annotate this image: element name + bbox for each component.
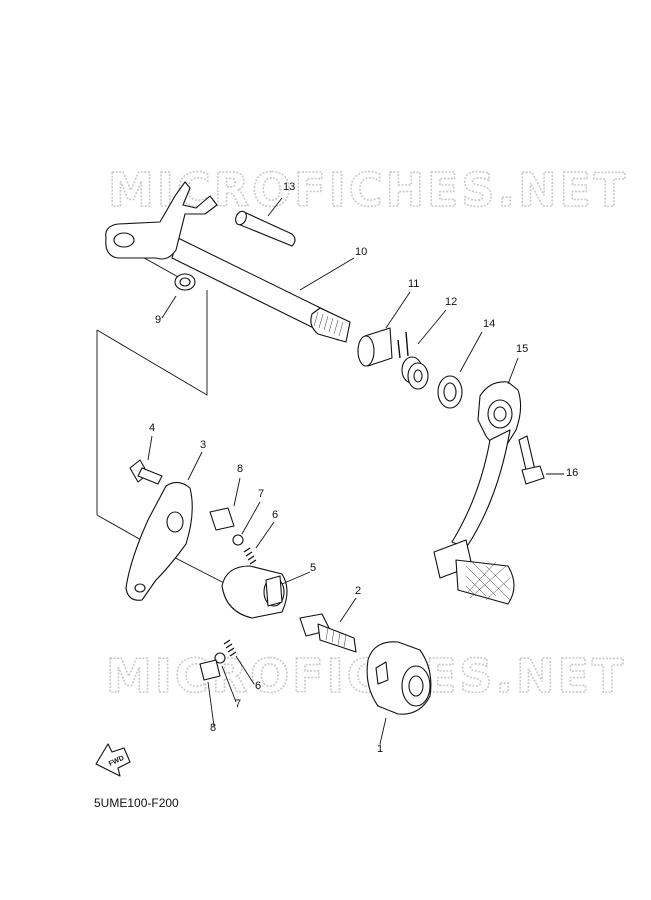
callout-leader-9: [161, 295, 177, 319]
part-11-collar: [357, 327, 393, 367]
part-12-spring: [397, 331, 429, 390]
part-6-spring-bottom: [223, 639, 237, 657]
callout-leader-14: [459, 331, 483, 373]
callout-leader-3: [187, 451, 203, 481]
part-9-washer: [174, 273, 196, 291]
callout-label-10: 10: [355, 246, 367, 258]
callout-label-7: 7: [235, 698, 241, 710]
part-3-guide-plate: [125, 481, 193, 601]
callout-leader-11: [385, 291, 411, 329]
callout-leader-13: [267, 197, 283, 217]
part-4-bolt: [129, 459, 163, 485]
callout-leader-7: [221, 665, 237, 703]
callout-leader-1: [379, 717, 387, 745]
callout-leader-5: [281, 571, 311, 585]
callout-label-15: 15: [516, 343, 528, 355]
part-5-segment: [221, 565, 288, 619]
part-8-stopper-top: [209, 507, 235, 531]
callout-leader-7: [241, 501, 261, 535]
callout-leader-15: [507, 357, 519, 385]
callout-leader-10: [299, 257, 355, 291]
callout-label-13: 13: [283, 181, 295, 193]
callout-label-1: 1: [377, 743, 383, 755]
part-10-shift-shaft: [105, 181, 351, 343]
part-7-ball-bottom: [214, 652, 226, 664]
part-14-oil-seal: [437, 375, 463, 409]
part-16-bolt: [518, 435, 545, 485]
watermark-bottom: MICROFICHES.NET: [106, 649, 626, 703]
callout-label-16: 16: [566, 467, 578, 479]
callout-label-3: 3: [200, 439, 206, 451]
part-7-ball-top: [232, 534, 244, 546]
callout-label-6: 6: [272, 509, 278, 521]
callout-label-4: 4: [149, 422, 155, 434]
callout-leader-4: [147, 435, 153, 461]
drawing-code: 5UME100-F200: [94, 796, 179, 810]
callout-label-7: 7: [258, 488, 264, 500]
callout-leader-6: [255, 521, 275, 549]
callout-leader-2: [339, 597, 357, 623]
part-1-drum-segment: [366, 641, 432, 715]
callout-leader-12: [417, 309, 447, 345]
callout-label-8: 8: [237, 463, 243, 475]
callout-label-11: 11: [408, 278, 419, 290]
callout-leader-8: [233, 477, 241, 507]
callout-leader-8: [207, 681, 215, 727]
callout-label-8: 8: [210, 722, 216, 734]
part-8-stopper-bottom: [199, 659, 221, 681]
callout-label-14: 14: [483, 318, 495, 330]
callout-label-2: 2: [355, 585, 361, 597]
part-13-dowel-pin: [235, 210, 296, 247]
callout-label-9: 9: [155, 314, 161, 326]
part-6-spring-top: [243, 547, 257, 565]
fwd-arrow-icon: FWD: [95, 743, 131, 777]
callout-label-6: 6: [255, 680, 261, 692]
part-2-shaft: [299, 613, 357, 653]
callout-label-5: 5: [310, 562, 316, 574]
callout-label-12: 12: [445, 296, 457, 308]
callout-leader-6: [235, 655, 255, 685]
part-15-shift-pedal: [433, 381, 522, 605]
